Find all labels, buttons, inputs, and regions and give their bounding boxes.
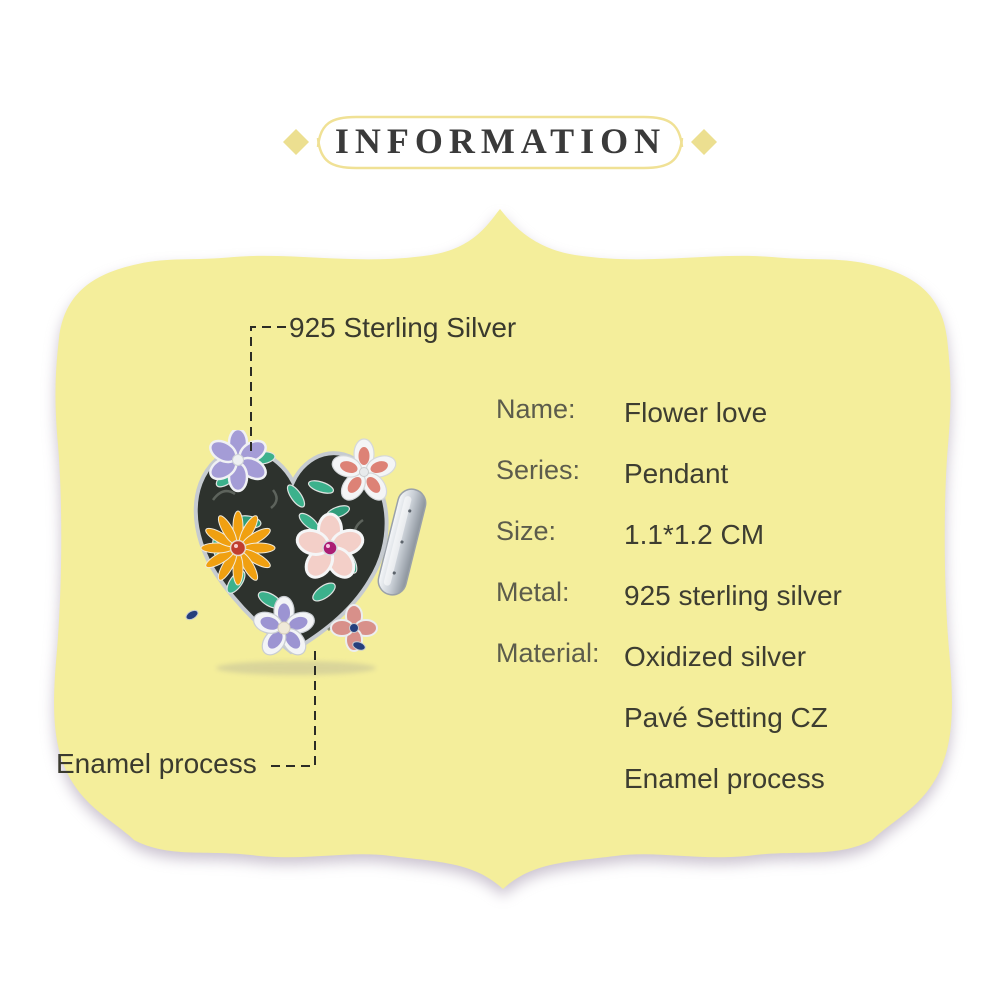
spec-value: 1.1*1.2 CM [624, 519, 765, 550]
spec-row-enamel: Enamel process [496, 760, 842, 821]
callout-sterling-silver: 925 Sterling Silver [289, 312, 517, 343]
blue-gem [349, 623, 359, 633]
spec-row-metal: Metal: 925 sterling silver [496, 577, 842, 638]
purple-flower [209, 430, 267, 493]
spec-label: Material: [496, 638, 600, 668]
spec-list: Name: Flower love Series: Pendant Size: … [496, 394, 842, 821]
spec-label: Size: [496, 516, 557, 546]
spec-value: Enamel process [624, 763, 825, 794]
spec-value: Pavé Setting CZ [624, 702, 828, 733]
spec-value: Flower love [624, 397, 768, 428]
spec-row-series: Series: Pendant [496, 455, 842, 516]
red-gem [229, 539, 247, 557]
coral-flower [331, 438, 397, 501]
page-title: INFORMATION [334, 121, 667, 161]
small-coral-flower [330, 604, 378, 652]
magenta-gem [322, 540, 338, 556]
blue-gem [185, 609, 199, 621]
spec-label: Metal: [496, 577, 570, 607]
diamond-icon [283, 129, 309, 155]
spec-label: Series: [496, 455, 581, 485]
spec-label: Name: [496, 394, 576, 424]
spec-value: Oxidized silver [624, 641, 807, 672]
charm-shadow [216, 661, 376, 675]
flower-heart-charm-image [185, 430, 427, 675]
orange-daisy [200, 510, 276, 586]
title-frame [283, 115, 717, 170]
callout-enamel-process: Enamel process [56, 748, 257, 779]
blue-gem [352, 641, 366, 651]
spec-row-material: Material: Oxidized silver [496, 638, 842, 699]
silver-bail [377, 488, 427, 596]
spec-value: 925 sterling silver [624, 580, 842, 611]
spec-row-size: Size: 1.1*1.2 CM [496, 516, 842, 577]
pink-flower [295, 512, 365, 579]
spec-row-name: Name: Flower love [496, 394, 842, 455]
spec-row-pave-setting: Pavé Setting CZ [496, 699, 842, 760]
spec-value: Pendant [624, 458, 729, 489]
diamond-icon [691, 129, 717, 155]
